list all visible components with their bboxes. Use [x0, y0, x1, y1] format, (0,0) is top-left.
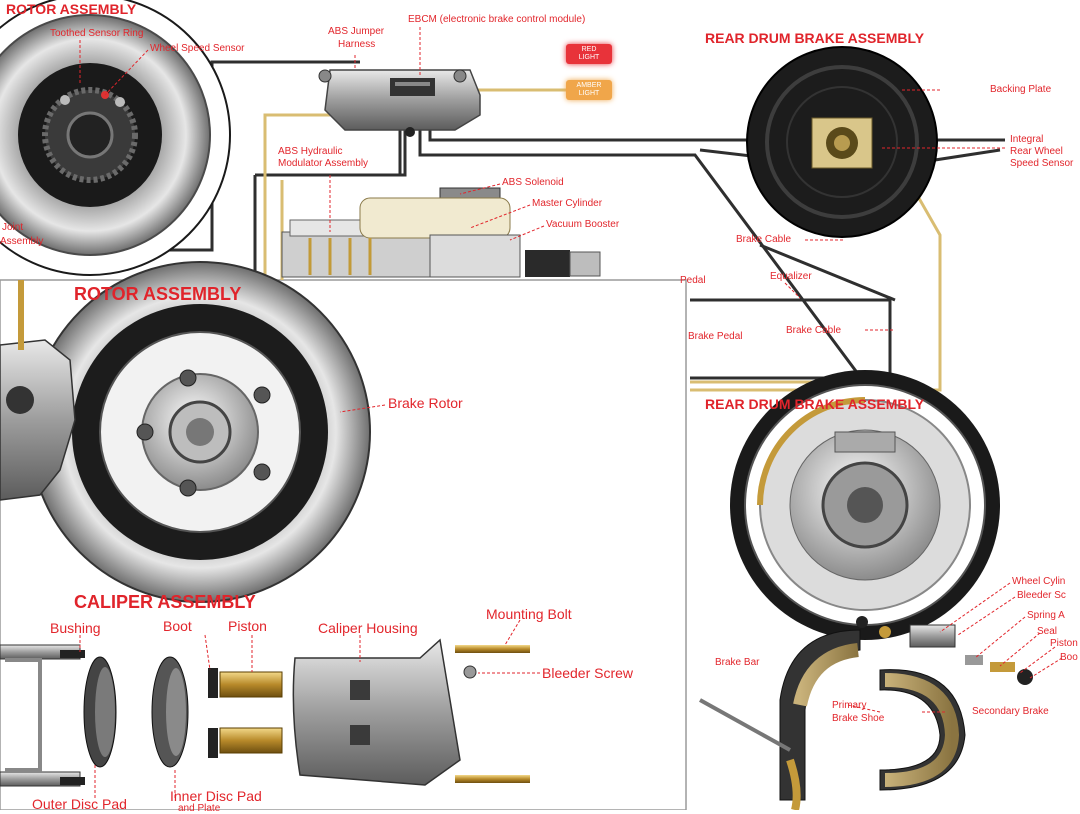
label-outer-disc-pad: Outer Disc Pad — [32, 796, 127, 812]
label-spring: Spring A — [1027, 610, 1065, 621]
label-integral: Integral — [1010, 134, 1044, 145]
label-bleeder-screw-small: Bleeder Sc — [1017, 590, 1066, 601]
label-master-cylinder: Master Cylinder — [532, 198, 603, 209]
label-boot-small: Boo — [1060, 652, 1078, 663]
caliper-left-edge — [0, 280, 76, 501]
label-rear-wheel: Rear Wheel — [1010, 146, 1063, 157]
rotor-assembly-main — [29, 261, 371, 603]
label-brake-bar: Brake Bar — [715, 657, 760, 668]
label-seal: Seal — [1037, 626, 1058, 637]
label-primary: Primary — [832, 700, 867, 711]
label-ebcm: EBCM (electronic brake control module) — [408, 14, 586, 25]
label-assembly: Assembly — [0, 236, 44, 247]
rotor-assembly-top — [0, 0, 231, 276]
label-mounting-bolt: Mounting Bolt — [486, 606, 572, 622]
label-bushing: Bushing — [50, 620, 101, 636]
label-pedal: Pedal — [680, 275, 706, 286]
brake-shoes — [699, 616, 1033, 810]
heading-rear-drum-top: REAR DRUM BRAKE ASSEMBLY — [705, 30, 925, 46]
ebcm-module — [318, 69, 481, 137]
label-wheel-cylinder: Wheel Cylin — [1012, 576, 1066, 587]
label-brake-shoe: Brake Shoe — [832, 713, 885, 724]
label-secondary-brake: Secondary Brake — [972, 706, 1049, 717]
heading-rotor-main: ROTOR ASSEMBLY — [74, 284, 242, 304]
label-inner-disc-pad: Inner Disc Pad — [170, 788, 262, 804]
rear-drum-top — [746, 46, 938, 238]
label-abs-solenoid: ABS Solenoid — [502, 177, 564, 188]
label-joint: Joint — [2, 222, 24, 233]
label-piston-small: Piston — [1050, 638, 1078, 649]
heading-caliper: CALIPER ASSEMBLY — [74, 592, 256, 612]
red-light-indicator: RED LIGHT — [566, 44, 612, 64]
amber-light-label-1: AMBER — [576, 82, 602, 89]
rear-drum-main — [730, 370, 1000, 640]
label-abs-hydraulic: ABS Hydraulic — [278, 146, 343, 157]
leader-lines — [79, 27, 1063, 800]
label-toothed-sensor-ring: Toothed Sensor Ring — [50, 28, 144, 39]
label-wheel-speed-sensor: Wheel Speed Sensor — [150, 43, 245, 54]
amber-light-indicator: AMBER LIGHT — [566, 80, 612, 100]
label-piston: Piston — [228, 618, 267, 634]
abs-modulator-group — [281, 187, 601, 278]
label-abs-jumper: ABS Jumper — [328, 26, 385, 37]
label-brake-cable-2: Brake Cable — [786, 325, 842, 336]
label-modulator-assembly: Modulator Assembly — [278, 158, 369, 169]
label-and-plate: and Plate — [178, 803, 221, 814]
label-equalizer: Equalizer — [770, 271, 812, 282]
label-boot: Boot — [163, 618, 192, 634]
red-light-label-2: LIGHT — [578, 54, 600, 61]
label-backing-plate: Backing Plate — [990, 84, 1052, 95]
red-light-label-1: RED — [581, 46, 597, 53]
caliper-exploded — [0, 638, 530, 787]
label-bleeder-screw: Bleeder Screw — [542, 665, 634, 681]
label-vacuum-booster: Vacuum Booster — [546, 219, 620, 230]
label-brake-pedal: Brake Pedal — [688, 331, 743, 342]
label-caliper-housing: Caliper Housing — [318, 620, 418, 636]
label-speed-sensor: Speed Sensor — [1010, 158, 1074, 169]
heading-rotor-top: ROTOR ASSEMBLY — [6, 1, 137, 17]
amber-light-label-2: LIGHT — [578, 90, 600, 97]
label-brake-cable-1: Brake Cable — [736, 234, 792, 245]
heading-rear-drum-main: REAR DRUM BRAKE ASSEMBLY — [705, 396, 925, 412]
label-brake-rotor: Brake Rotor — [388, 395, 463, 411]
label-harness: Harness — [338, 39, 376, 50]
